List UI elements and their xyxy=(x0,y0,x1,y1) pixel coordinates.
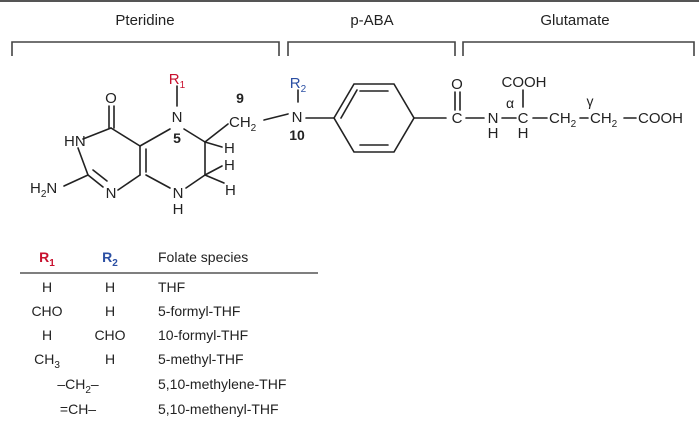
section-label-paba: p-ABA xyxy=(350,12,393,29)
section-label-pteridine: Pteridine xyxy=(115,12,174,29)
table-cell-r2: H xyxy=(105,279,115,295)
table-cell-r2: H xyxy=(105,303,115,319)
position-5: 5 xyxy=(173,130,181,146)
atom-h-alpha: H xyxy=(518,125,529,142)
section-label-glutamate: Glutamate xyxy=(540,12,609,29)
atom-labels: O R1 N 5 9 CH2 R2 N 10 HN H H H H2N N N … xyxy=(30,71,683,218)
table-cell-r1: CH3 xyxy=(34,351,60,371)
bracket-pteridine xyxy=(11,41,280,56)
atom-h-n8: H xyxy=(173,201,184,218)
atom-n8: N xyxy=(173,185,184,202)
position-9: 9 xyxy=(236,90,244,106)
table-cell-r1: H xyxy=(42,327,52,343)
atom-ch2-bridge: CH2 xyxy=(229,114,257,134)
table-cell-species: THF xyxy=(158,279,185,295)
table-cell-species: 5-formyl-THF xyxy=(158,303,240,319)
atom-ch2-gamma: CH2 xyxy=(590,110,618,130)
table-row: H H THF xyxy=(42,279,185,295)
atom-h2n: H2N xyxy=(30,180,57,200)
atom-ch2-beta: CH2 xyxy=(549,110,577,130)
table-header-species: Folate species xyxy=(158,249,248,265)
folate-species-table: R1 R2 Folate species H H THF CHO H 5-for… xyxy=(20,249,318,417)
table-header-r1: R1 xyxy=(39,249,55,269)
atom-r1: R1 xyxy=(169,71,186,91)
atom-n10: N xyxy=(292,109,303,126)
atom-r2: R2 xyxy=(290,75,307,95)
table-cell-species: 5,10-methenyl-THF xyxy=(158,401,279,417)
top-rule xyxy=(0,0,699,2)
atom-cooh-end: COOH xyxy=(638,110,683,127)
atom-c-amide: C xyxy=(452,110,463,127)
bracket-paba xyxy=(287,41,456,56)
bracket-glutamate xyxy=(462,41,695,56)
table-cell-bridge: –CH2– xyxy=(57,376,99,396)
table-row: CH3 H 5-methyl-THF xyxy=(34,351,243,371)
position-10: 10 xyxy=(289,127,305,143)
atom-n-amide: N xyxy=(488,110,499,127)
atom-cooh-alpha: COOH xyxy=(502,74,547,91)
table-row: =CH– 5,10-methenyl-THF xyxy=(60,401,279,417)
atom-c-alpha: C xyxy=(518,110,529,127)
table-cell-bridge: =CH– xyxy=(60,401,96,417)
table-cell-r2: CHO xyxy=(94,327,125,343)
atom-h-c7b: H xyxy=(225,182,236,199)
table-header-r2: R2 xyxy=(102,249,118,269)
label-alpha: α xyxy=(506,95,514,111)
atom-o-amide: O xyxy=(451,76,463,93)
table-row: –CH2– 5,10-methylene-THF xyxy=(57,376,286,396)
table-cell-species: 5-methyl-THF xyxy=(158,351,244,367)
table-cell-species: 5,10-methylene-THF xyxy=(158,376,286,392)
atom-h-amide: H xyxy=(488,125,499,142)
label-gamma: γ xyxy=(587,93,594,109)
table-cell-r1: H xyxy=(42,279,52,295)
table-cell-species: 10-formyl-THF xyxy=(158,327,248,343)
table-row: CHO H 5-formyl-THF xyxy=(31,303,240,319)
atom-o-carbonyl: O xyxy=(105,90,117,107)
table-cell-r1: CHO xyxy=(31,303,62,319)
table-row: H CHO 10-formyl-THF xyxy=(42,327,248,343)
table-cell-r2: H xyxy=(105,351,115,367)
atom-hn: HN xyxy=(64,133,86,150)
atom-n5: N xyxy=(172,109,183,126)
atom-h-c6: H xyxy=(224,140,235,157)
atom-n1: N xyxy=(106,185,117,202)
molecule-bonds xyxy=(63,83,637,191)
atom-h-c7a: H xyxy=(224,157,235,174)
